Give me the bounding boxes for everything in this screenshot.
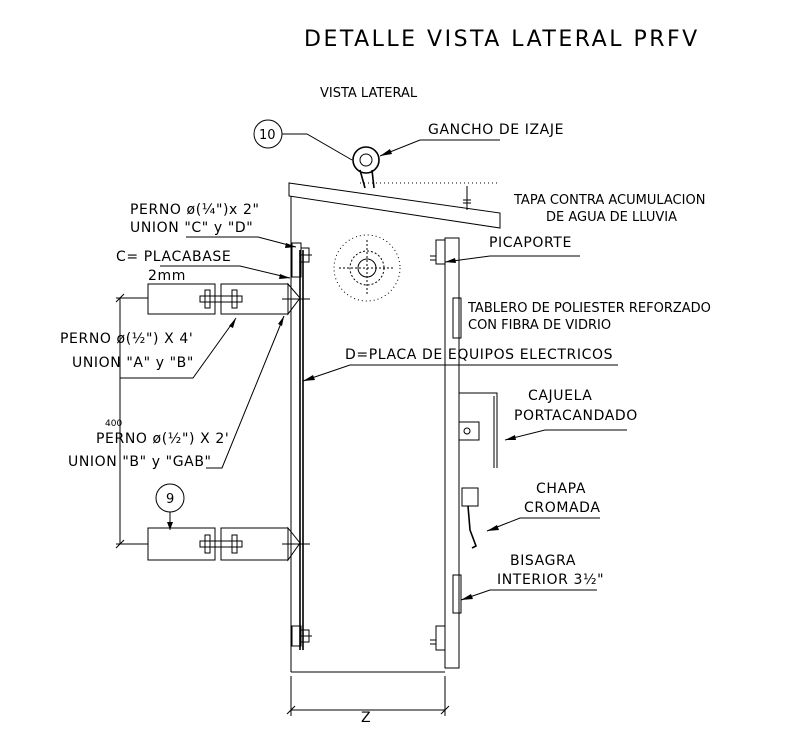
leader-placa: [302, 364, 618, 382]
label-picaporte: PICAPORTE: [489, 235, 572, 251]
label-tapa-line1: TAPA CONTRA ACUMULACION: [513, 193, 705, 208]
callout-10: 10: [253, 119, 353, 161]
leader-placabase: [160, 265, 291, 279]
label-perno12x4-line1: PERNO ø(½") X 4': [60, 331, 193, 347]
vent-icon: [333, 234, 401, 302]
leader-perno-12x2: [206, 315, 285, 469]
callout-9: 9: [155, 483, 185, 530]
leader-chapa: [486, 517, 600, 532]
label-chapa-line2: CROMADA: [524, 500, 601, 516]
label-placabase-line1: C= PLACABASE: [116, 249, 231, 265]
leader-perno-14: [186, 236, 297, 248]
leader-bisagra: [460, 589, 597, 601]
dimension-400: [115, 293, 148, 549]
door-panel: [444, 237, 460, 669]
label-tablero-line2: CON FIBRA DE VIDRIO: [468, 318, 611, 333]
label-tapa-line2: DE AGUA DE LLUVIA: [546, 210, 677, 225]
label-gancho: GANCHO DE IZAJE: [428, 122, 564, 138]
cabinet-body: [290, 196, 446, 673]
small-bolt-top: [291, 242, 312, 278]
hinge-icon: [452, 574, 462, 614]
leader-perno-12x4: [120, 317, 237, 379]
label-placa-d: D=PLACA DE EQUIPOS ELECTRICOS: [345, 347, 613, 363]
label-tablero-line1: TABLERO DE POLIESTER REFORZADO: [467, 301, 711, 316]
wall-mount-upper: [147, 282, 310, 316]
small-bolt-bottom: [291, 625, 312, 647]
label-perno14-line2: UNION "C" y "D": [130, 220, 253, 236]
handle-icon: [461, 487, 479, 549]
dim-400-label: 400: [105, 419, 122, 429]
label-perno14-line1: PERNO ø(¼")x 2": [130, 202, 260, 218]
label-chapa-line1: CHAPA: [536, 481, 586, 497]
view-subtitle: VISTA LATERAL: [320, 86, 418, 101]
label-perno12x2-line1: PERNO ø(½") X 2': [96, 431, 229, 447]
dimension-z: [286, 676, 450, 716]
dim-z-label: Z: [361, 710, 371, 726]
lifting-hook-icon: [352, 146, 380, 189]
wall-mount-lower: [147, 526, 310, 562]
label-perno12x4-line2: UNION "A" y "B": [72, 355, 194, 371]
latch-top: [430, 239, 446, 651]
label-cajuela-line1: CAJUELA: [528, 388, 592, 404]
leader-picaporte: [444, 255, 580, 263]
label-perno12x2-line2: UNION "B" y "GAB": [68, 454, 212, 470]
label-cajuela-line2: PORTACANDADO: [514, 408, 638, 424]
drawing-title: DETALLE VISTA LATERAL PRFV: [304, 27, 700, 52]
padlock-box: [458, 392, 498, 468]
label-bisagra-line1: BISAGRA: [510, 553, 576, 569]
label-bisagra-line2: INTERIOR 3½": [497, 572, 604, 588]
rain-cover: [288, 182, 501, 229]
leader-gancho: [379, 139, 500, 157]
panel-bracket: [452, 297, 462, 339]
svg-text:10: 10: [259, 128, 276, 143]
svg-text:9: 9: [166, 492, 174, 507]
label-placabase-line2: 2mm: [148, 268, 186, 284]
leader-cajuela: [504, 429, 627, 441]
